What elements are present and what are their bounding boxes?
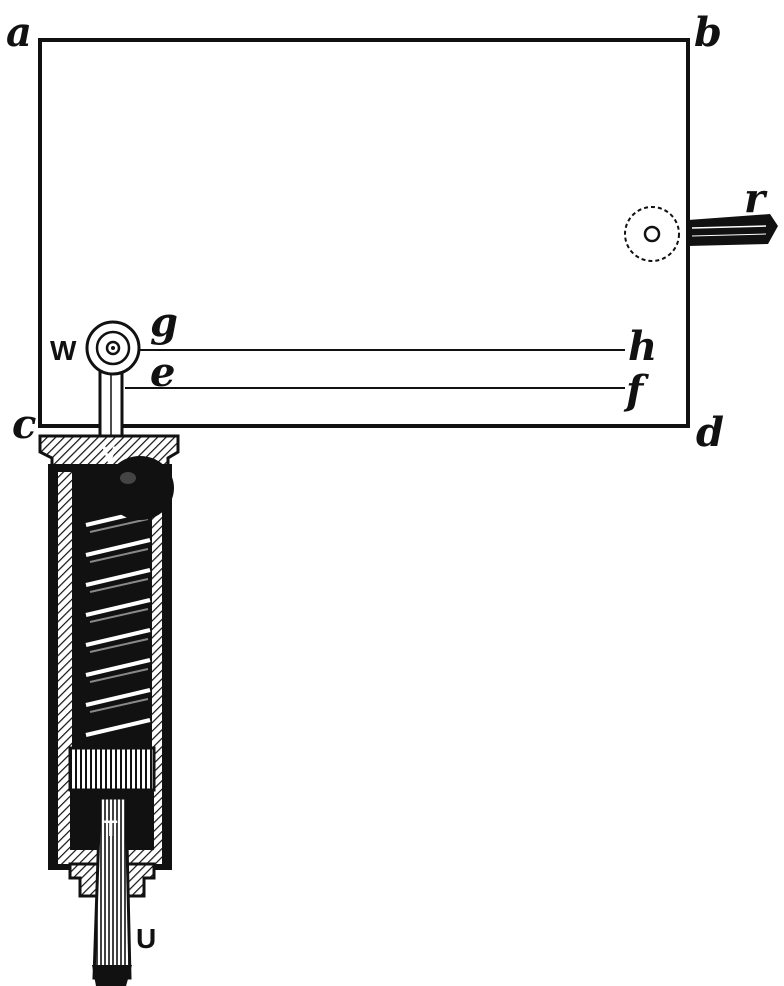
label-e: e [150, 349, 175, 396]
label-g: g [150, 299, 178, 346]
rod-r [688, 214, 778, 246]
roller-w [85, 320, 141, 376]
piston [68, 746, 156, 792]
label-d: d [696, 409, 724, 456]
label-u: U [136, 923, 156, 954]
frame-rectangle [38, 38, 690, 428]
piston-rod-u [92, 796, 132, 986]
label-w: W [50, 335, 77, 366]
label-a: a [6, 9, 32, 56]
label-t: T [104, 816, 118, 841]
label-v: V [102, 442, 117, 467]
pivot-o [624, 206, 680, 262]
label-o: o [0, 0, 17, 6]
label-f: f [623, 367, 649, 414]
label-c: c [12, 401, 36, 448]
label-h: h [628, 323, 657, 370]
label-b: b [694, 9, 722, 56]
label-r: r [744, 175, 768, 222]
